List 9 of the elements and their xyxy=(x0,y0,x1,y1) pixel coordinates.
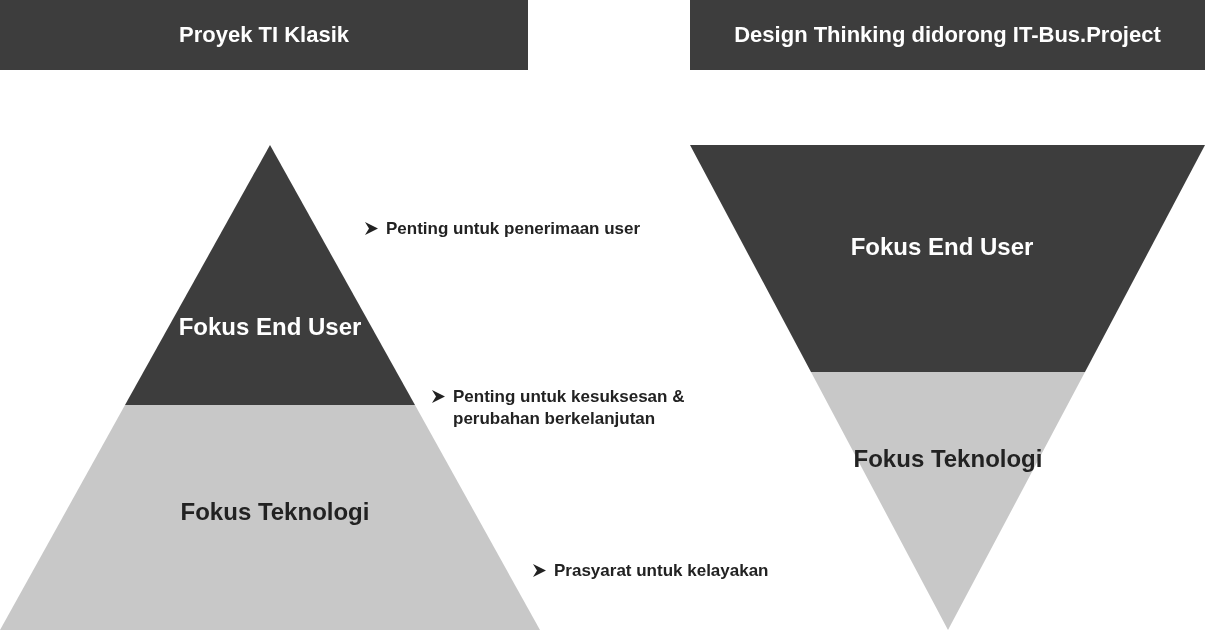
segment-label: Fokus End User xyxy=(849,233,1035,260)
bullet-text: Prasyarat untuk kelayakan xyxy=(554,560,769,582)
bullet-text: Penting untuk kesuksesan & perubahan berkelanjutan xyxy=(453,386,686,430)
header-band: Proyek TI Klasik xyxy=(0,0,528,70)
segment-label: Fokus End User xyxy=(177,313,363,340)
segment-label: Fokus Teknologi xyxy=(852,445,1044,472)
segment-label: Fokus Teknologi xyxy=(179,498,371,525)
header-band: Design Thinking didorong IT-Bus.Project xyxy=(690,0,1205,70)
bullet-text: Penting untuk penerimaan user xyxy=(386,218,641,240)
